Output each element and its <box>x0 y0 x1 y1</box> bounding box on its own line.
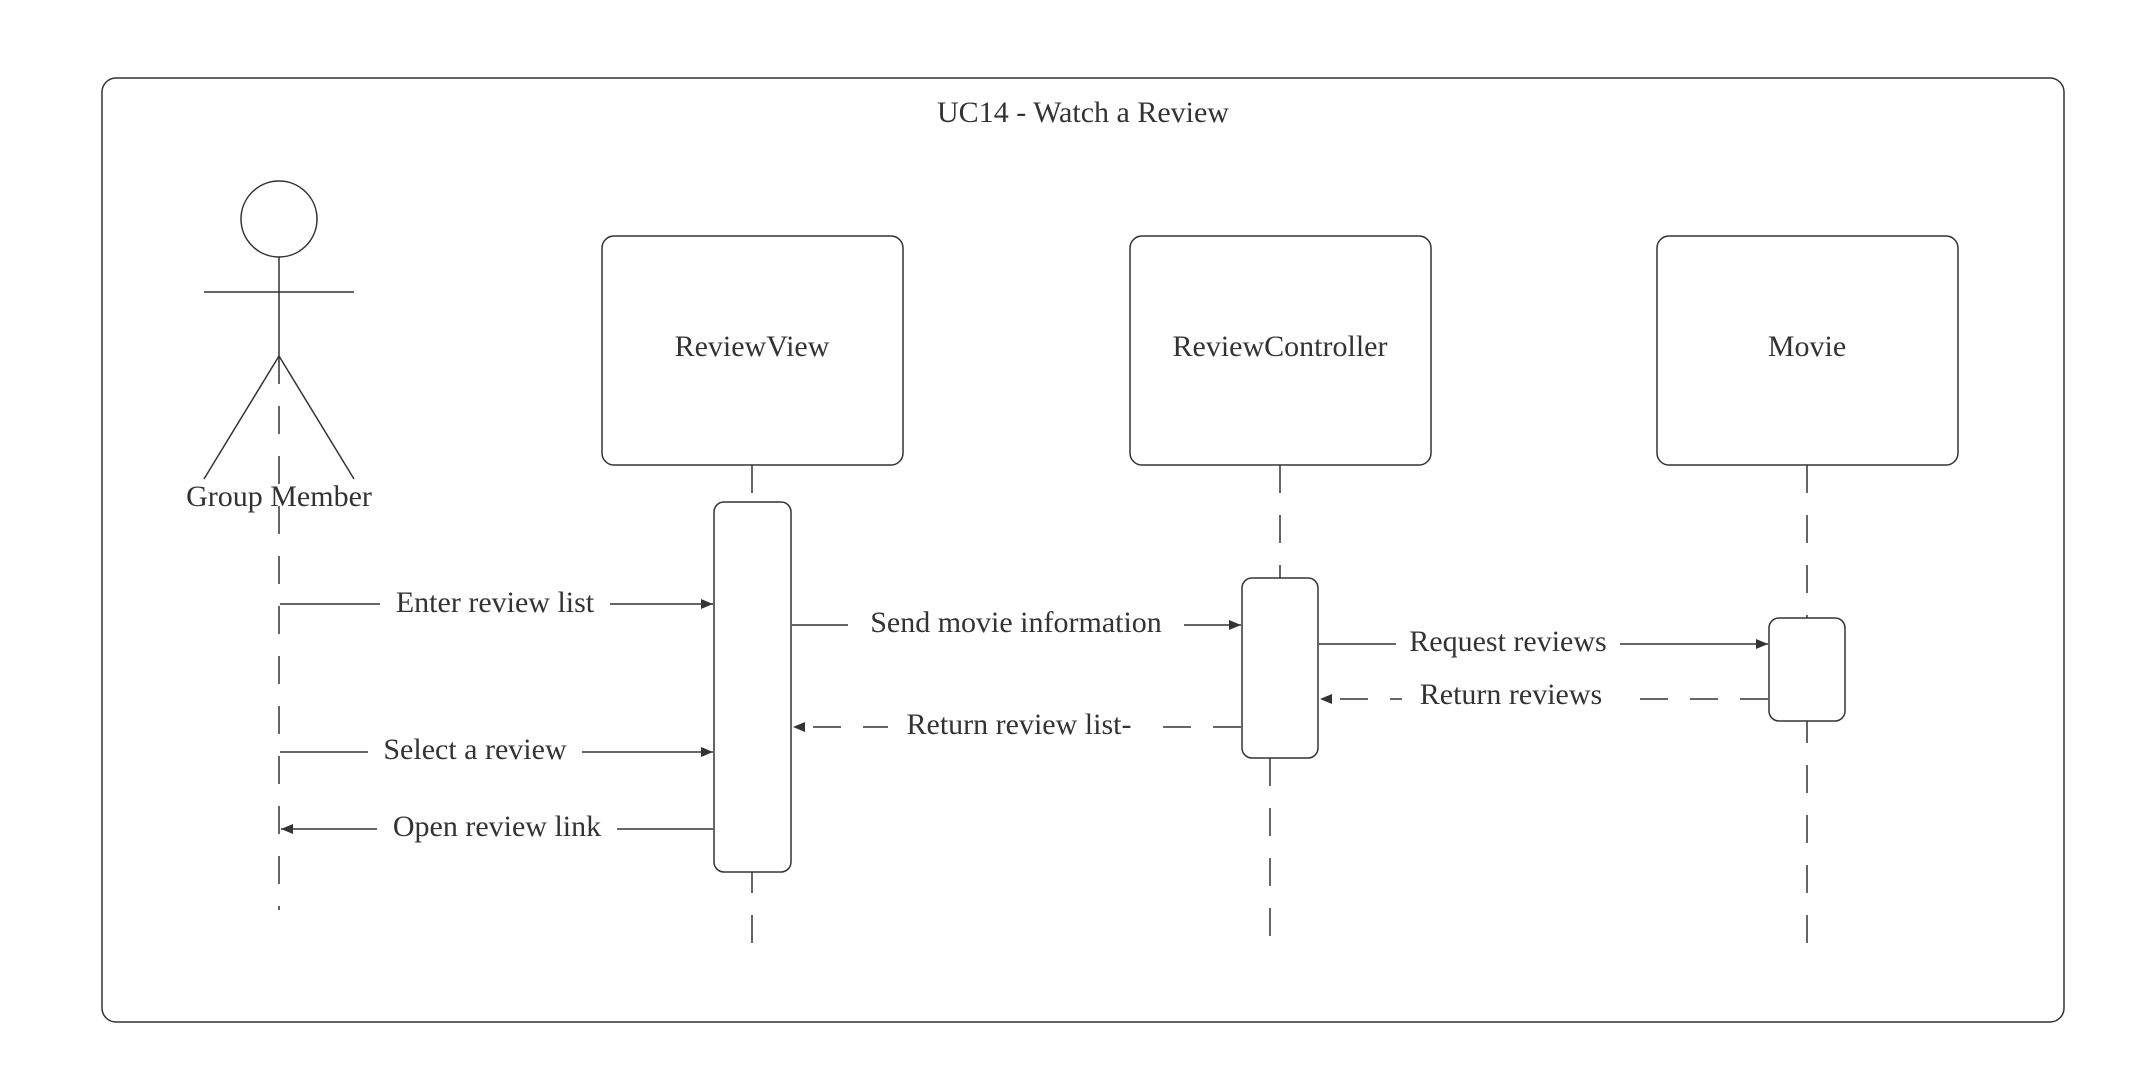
frame-border <box>101 77 2065 1023</box>
message-label-select-a-review: Select a review <box>383 733 567 766</box>
actor-group-member <box>203 180 355 480</box>
lifeline-label-review-controller: ReviewController <box>1173 330 1388 363</box>
message-label-send-movie-information: Send movie information <box>870 606 1162 639</box>
frame-title: UC14 - Watch a Review <box>937 96 1229 129</box>
message-return-reviews: Return reviews <box>1320 678 1768 714</box>
actor-label: Group Member <box>186 480 372 513</box>
lifeline-label-movie: Movie <box>1768 330 1846 363</box>
activation-review-controller <box>1241 577 1319 759</box>
message-label-return-reviews: Return reviews <box>1420 678 1602 711</box>
message-label-request-reviews: Request reviews <box>1409 625 1606 658</box>
message-label-open-review-link: Open review link <box>393 810 601 843</box>
message-select-a-review: Select a review <box>280 733 713 767</box>
message-enter-review-list: Enter review list <box>280 585 713 619</box>
message-label-enter-review-list: Enter review list <box>396 586 595 619</box>
lifeline-label-review-view: ReviewView <box>675 330 830 363</box>
actor-left-leg <box>203 355 280 480</box>
message-return-review-list: Return review list- <box>793 708 1241 742</box>
message-open-review-link: Open review link <box>281 810 713 844</box>
message-label-return-review-list: Return review list- <box>907 708 1132 741</box>
actor-head <box>240 180 318 258</box>
message-send-movie-information: Send movie information <box>792 606 1241 640</box>
activation-movie <box>1768 617 1846 722</box>
actor-right-leg <box>278 355 355 480</box>
activation-review-view <box>713 501 792 873</box>
message-request-reviews: Request reviews <box>1319 625 1768 659</box>
